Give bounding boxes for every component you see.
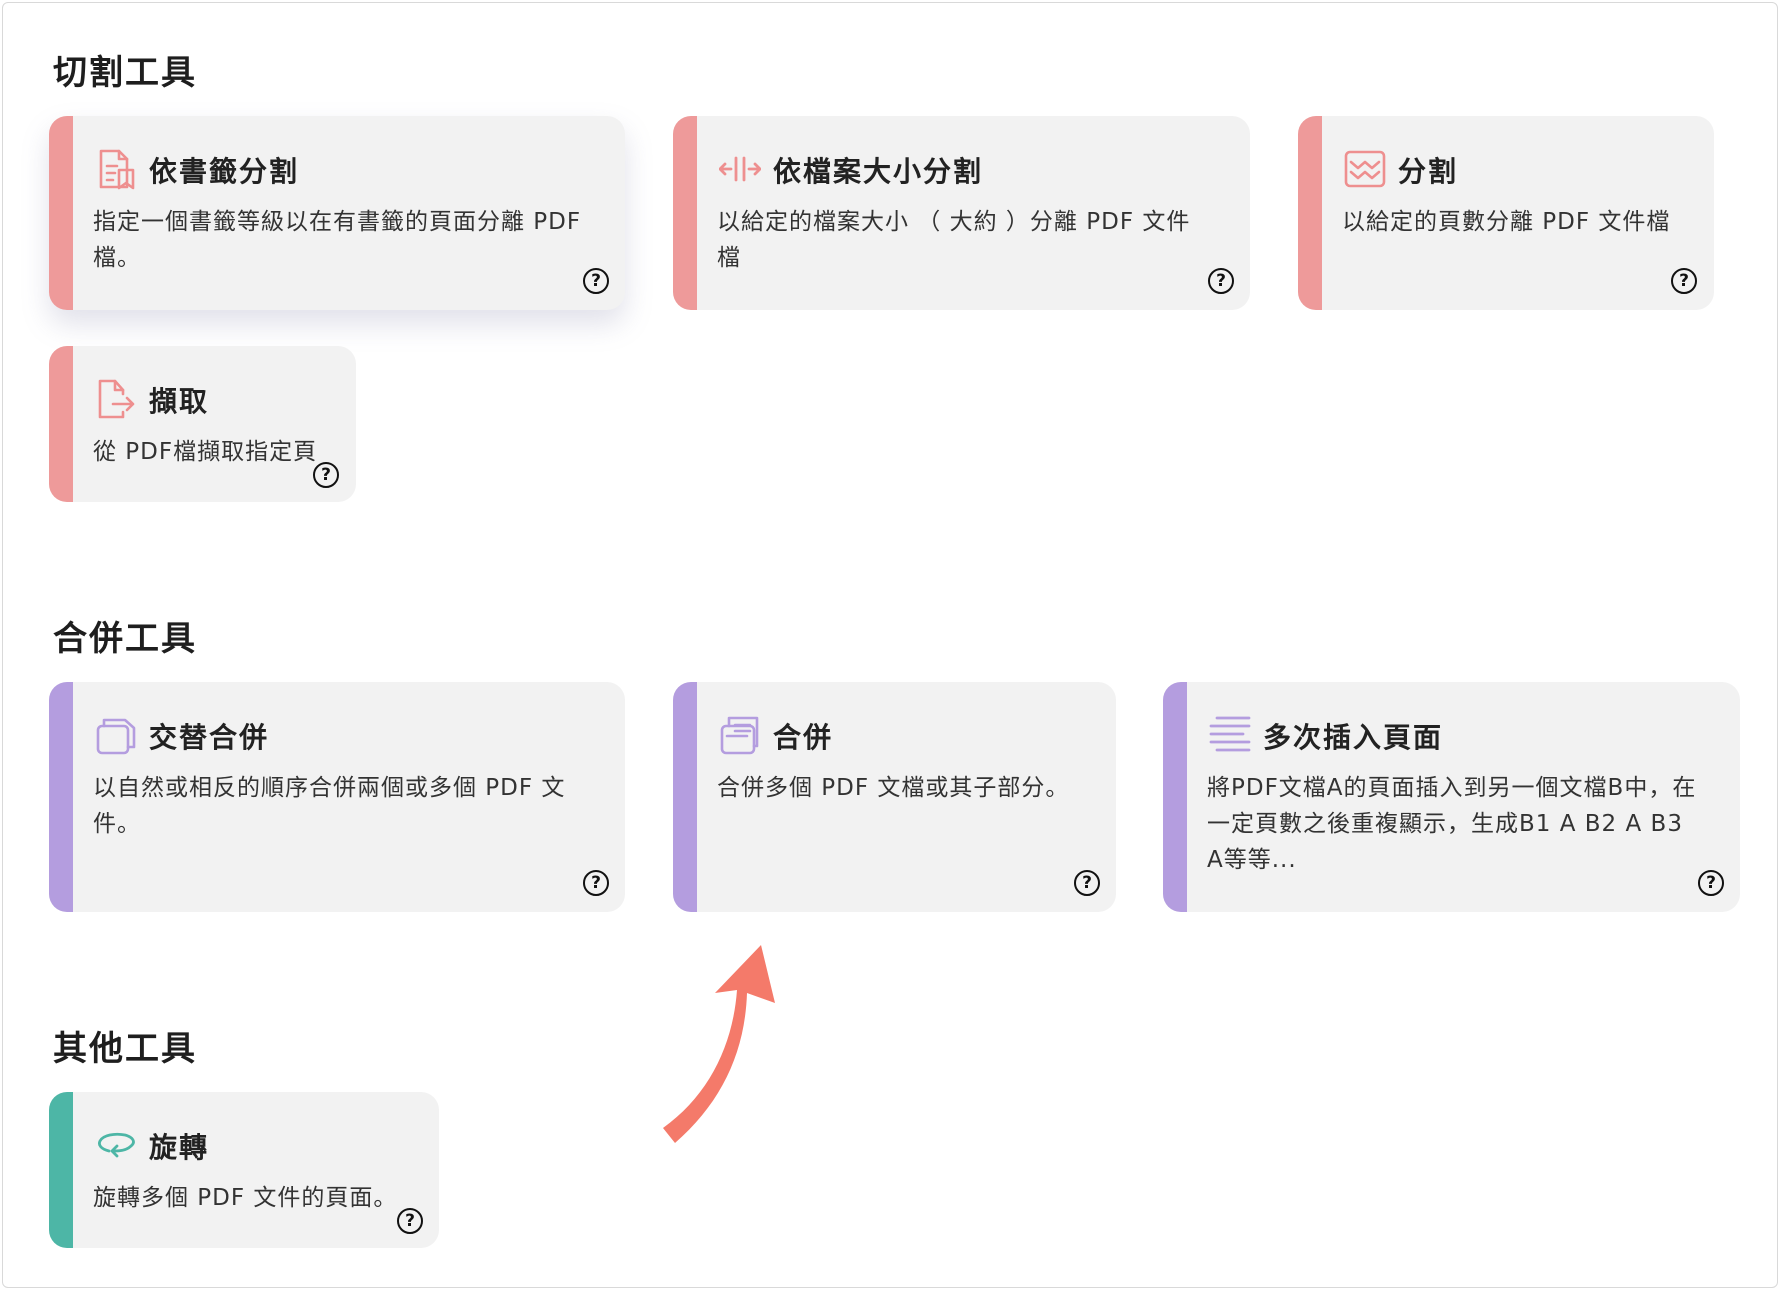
help-icon[interactable]: ? [1671,268,1697,294]
card-accent-bar [1163,682,1187,912]
card-title: 交替合併 [149,721,270,754]
card-title: 旋轉 [149,1131,210,1164]
card-title: 擷取 [149,385,210,418]
card-description: 合併多個 PDF 文檔或其子部分。 [717,775,1070,801]
help-icon[interactable]: ? [1208,268,1234,294]
card-rotate[interactable]: 旋轉 旋轉多個 PDF 文件的頁面。 ? [49,1092,439,1248]
card-description: 指定一個書籤等級以在有書籤的頁面分離 PDF 檔。 [93,209,582,271]
alternate-merge-icon [95,714,137,756]
section-title-other: 其他工具 [53,1029,197,1069]
card-title: 分割 [1398,155,1459,188]
card-extract[interactable]: 擷取 從 PDF檔擷取指定頁 ? [49,346,356,502]
card-description: 以給定的頁數分離 PDF 文件檔 [1342,209,1671,235]
card-multi-insert[interactable]: 多次插入頁面 將PDF文檔A的頁面插入到另一個文檔B中，在一定頁數之後重複顯示，… [1163,682,1740,912]
card-split-by-size[interactable]: 依檔案大小分割 以給定的檔案大小 （ 大約 ）分離 PDF 文件檔 ? [673,116,1250,310]
file-size-split-icon [719,148,761,190]
card-accent-bar [1298,116,1322,310]
card-accent-bar [49,682,73,912]
card-accent-bar [673,116,697,310]
card-description: 以給定的檔案大小 （ 大約 ）分離 PDF 文件檔 [717,209,1191,271]
bookmark-document-icon [95,148,137,190]
card-description: 從 PDF檔擷取指定頁 [93,439,318,465]
multi-insert-icon [1209,714,1251,756]
card-accent-bar [49,1092,73,1248]
help-icon[interactable]: ? [313,462,339,488]
card-title: 依書籤分割 [149,155,300,188]
section-title-split: 切割工具 [53,53,197,93]
card-merge[interactable]: 合併 合併多個 PDF 文檔或其子部分。 ? [673,682,1116,912]
card-accent-bar [673,682,697,912]
split-pages-icon [1344,148,1386,190]
card-accent-bar [49,346,73,502]
help-icon[interactable]: ? [1698,870,1724,896]
rotate-icon [95,1124,137,1166]
card-description: 將PDF文檔A的頁面插入到另一個文檔B中，在一定頁數之後重複顯示，生成B1 A … [1207,775,1697,873]
card-description: 旋轉多個 PDF 文件的頁面。 [93,1185,398,1211]
card-split-by-bookmark[interactable]: 依書籤分割 指定一個書籤等級以在有書籤的頁面分離 PDF 檔。 ? [49,116,625,310]
section-title-merge: 合併工具 [53,619,197,659]
help-icon[interactable]: ? [1074,870,1100,896]
card-alternate-merge[interactable]: 交替合併 以自然或相反的順序合併兩個或多個 PDF 文件。 ? [49,682,625,912]
card-title: 多次插入頁面 [1263,721,1444,754]
annotation-arrow-icon [663,945,775,1143]
card-split-by-pages[interactable]: 分割 以給定的頁數分離 PDF 文件檔 ? [1298,116,1714,310]
merge-icon [719,714,761,756]
help-icon[interactable]: ? [583,870,609,896]
extract-icon [95,378,137,420]
help-icon[interactable]: ? [583,268,609,294]
card-accent-bar [49,116,73,310]
card-title: 合併 [773,721,834,754]
help-icon[interactable]: ? [397,1208,423,1234]
card-description: 以自然或相反的順序合併兩個或多個 PDF 文件。 [93,775,566,837]
card-title: 依檔案大小分割 [773,155,984,188]
